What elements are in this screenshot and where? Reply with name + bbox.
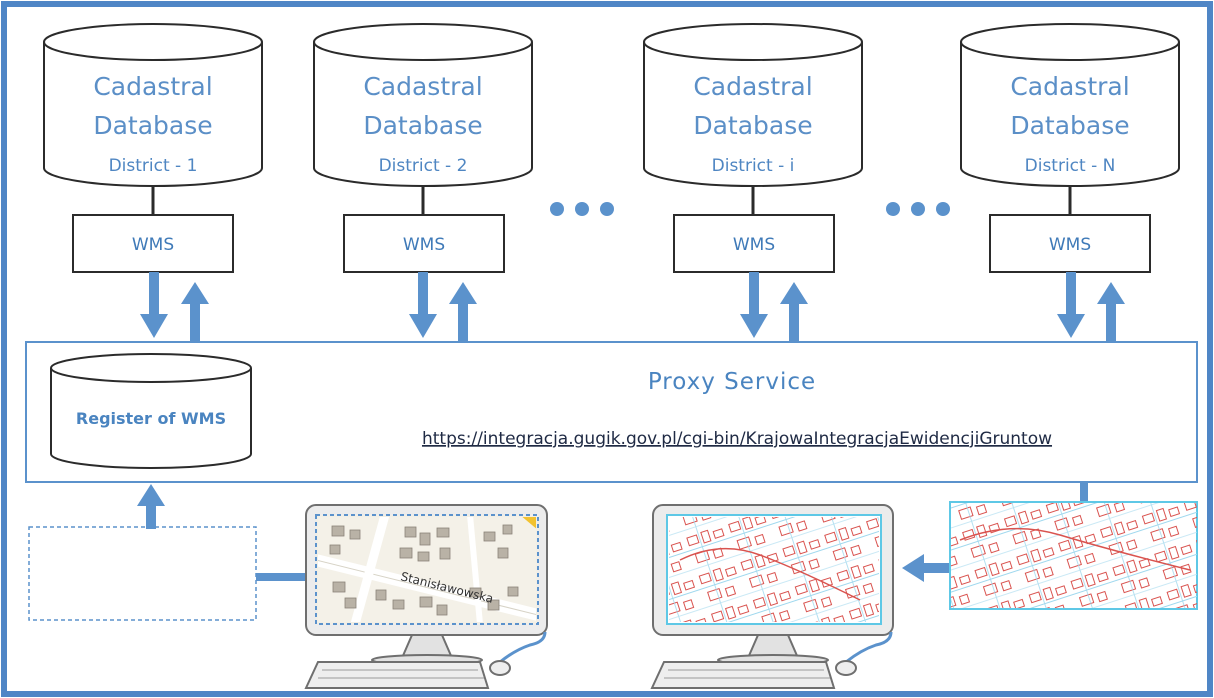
proxy-service-url[interactable]: https://integracja.gugik.gov.pl/cgi-bin/… [422,429,1052,449]
database-district-i: Cadastral Database District - i [643,23,863,187]
database-title: Cadastral [1010,72,1129,101]
wms-label: WMS [403,235,445,255]
database-subtitle: Database [1010,111,1129,140]
wms-box-i: WMS [673,214,835,273]
proxy-map-connector [1080,482,1088,504]
map-view-right-monitor [669,517,879,622]
proxy-service-title: Proxy Service [648,369,816,395]
database-district-n: Cadastral Database District - N [960,23,1180,187]
database-subtitle: Database [363,111,482,140]
wms-box-2: WMS [343,214,505,273]
ellipsis-dots-right [886,202,950,216]
wms-proxy-arrows [140,272,1125,342]
keyboard-keys-right [664,669,830,679]
wms-box-1: WMS [72,214,234,273]
database-subtitle: Database [93,111,212,140]
computer-right [650,504,894,689]
ellipsis-dots-left [550,202,614,216]
database-district-1: Cadastral Database District - 1 [43,23,263,187]
map-view-left: Stanisławowska [318,517,536,622]
register-label: Register of WMS [76,409,226,428]
db-wms-connectors [151,186,1072,215]
wms-label: WMS [733,235,775,255]
map-tile-right [949,501,1198,610]
keyboard-keys-left [318,669,484,679]
database-title: Cadastral [363,72,482,101]
wms-label: WMS [132,235,174,255]
database-title: Cadastral [693,72,812,101]
wms-label: WMS [1049,235,1091,255]
client-to-proxy-arrow [137,484,165,529]
map-to-monitor-arrow [902,554,950,582]
client-placeholder-box [28,526,257,621]
computer-left: Stanisławowska [304,504,548,689]
database-title: Cadastral [93,72,212,101]
database-subtitle: Database [693,111,812,140]
district-label: District - 2 [379,156,468,176]
district-label: District - 1 [109,156,198,176]
register-of-wms-database: Register of WMS [50,353,252,469]
database-district-2: Cadastral Database District - 2 [313,23,533,187]
client-monitor-connector [256,573,308,581]
district-label: District - N [1025,156,1116,176]
wms-box-n: WMS [989,214,1151,273]
district-label: District - i [712,156,795,176]
